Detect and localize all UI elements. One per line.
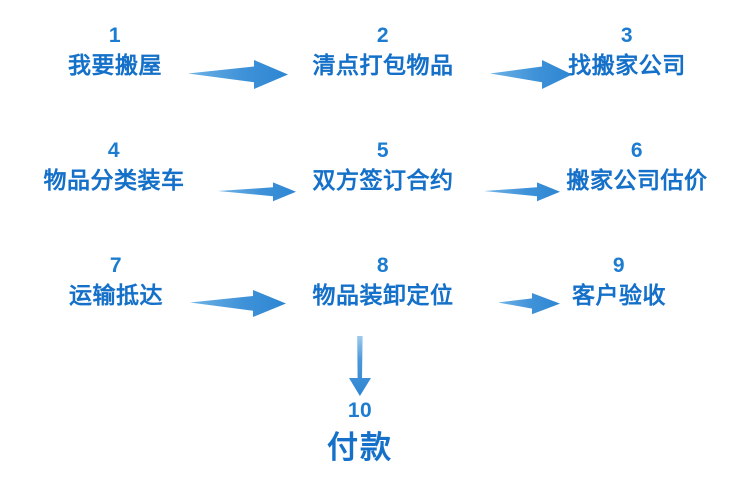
step-number: 1 [108,24,122,47]
step-number: 6 [630,139,644,162]
arrow-1-to-2 [188,59,288,91]
step-label: 双方签订合约 [312,167,454,194]
step-number: 7 [109,254,123,277]
step-label: 物品装卸定位 [312,282,454,309]
flow-step-6[interactable]: 6 搬家公司估价 [566,139,708,195]
step-number: 10 [347,399,373,422]
step-label: 物品分类装车 [43,167,185,194]
flow-step-3[interactable]: 3 找搬家公司 [568,24,686,80]
step-number: 5 [376,139,390,162]
arrow-2-to-3 [490,59,572,91]
step-label: 客户验收 [572,282,666,309]
step-label: 我要搬屋 [68,52,162,79]
arrow-4-to-5 [218,180,296,204]
flow-step-5[interactable]: 5 双方签订合约 [312,139,454,195]
step-number: 2 [376,24,390,47]
flow-step-7[interactable]: 7 运输抵达 [69,254,163,310]
step-label: 运输抵达 [69,282,163,309]
step-label: 找搬家公司 [568,52,686,79]
flow-step-1[interactable]: 1 我要搬屋 [68,24,162,80]
step-number: 8 [376,254,390,277]
flow-step-4[interactable]: 4 物品分类装车 [43,139,185,195]
step-number: 3 [620,24,634,47]
arrow-7-to-8 [190,289,286,319]
flow-step-8[interactable]: 8 物品装卸定位 [312,254,454,310]
step-number: 9 [612,254,626,277]
flow-step-9[interactable]: 9 客户验收 [572,254,666,310]
step-label: 搬家公司估价 [566,167,708,194]
step-label: 清点打包物品 [312,52,454,79]
step-number: 4 [107,139,121,162]
arrow-8-to-10 [344,336,376,396]
arrow-5-to-6 [484,180,560,204]
step-label: 付款 [327,430,393,466]
arrow-8-to-9 [498,291,560,317]
flow-step-2[interactable]: 2 清点打包物品 [312,24,454,80]
flow-step-10[interactable]: 10 付款 [327,399,393,468]
